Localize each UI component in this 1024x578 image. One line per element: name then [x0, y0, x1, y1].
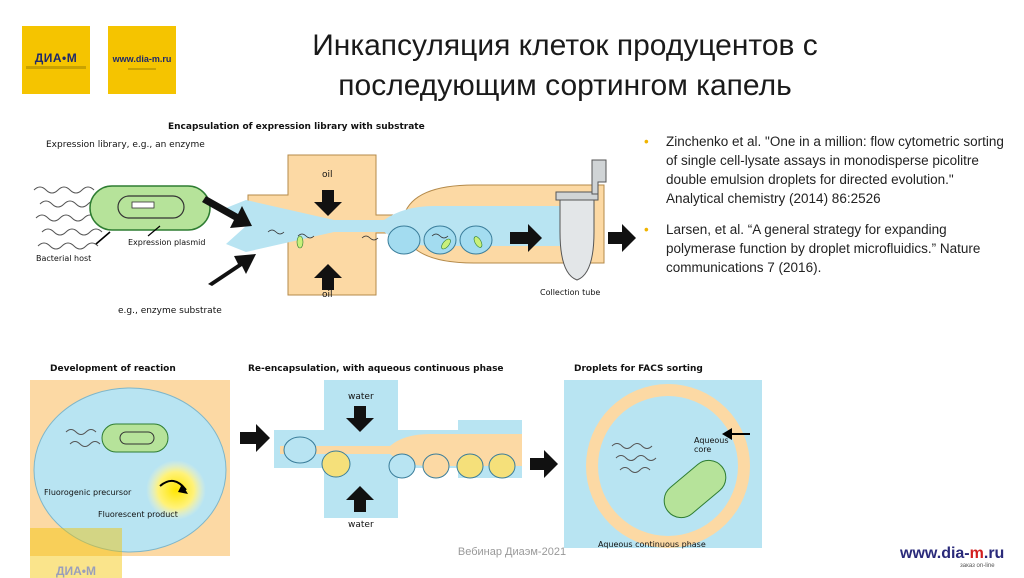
- fluorogenic-precursor-label: Fluorogenic precursor: [44, 488, 132, 497]
- aqueous-phase-label: Aqueous continuous phase: [598, 540, 706, 549]
- logo-name: ДИА•М: [34, 51, 78, 65]
- slide-title-line1: Инкапсуляция клеток продуцентов с: [312, 29, 818, 62]
- slide-title-line2: последующим сортингом капель: [338, 69, 792, 102]
- logo-divider: [26, 66, 86, 69]
- website-logo: www.dia-m.ru: [108, 26, 176, 94]
- logo-divider: [128, 68, 156, 70]
- brand-m: m: [969, 545, 984, 562]
- oil-label-top: oil: [322, 170, 333, 180]
- diam-logo: ДИА•М: [22, 26, 90, 94]
- dna-strands-top: [33, 186, 103, 250]
- reference-item: • Larsen, et al. “A general strategy for …: [640, 220, 1006, 277]
- reference-item: • Zinchenko et al. "One in a million: flo…: [640, 132, 1006, 208]
- development-heading: Development of reaction: [50, 364, 176, 374]
- brand-subtitle: заказ on-line: [960, 563, 995, 569]
- brand-suffix: .ru: [983, 545, 1005, 562]
- brand-logo: www.dia-m.ru: [900, 545, 1004, 563]
- reencapsulation-heading: Re-encapsulation, with aqueous continuou…: [248, 364, 504, 374]
- collection-tube: [555, 159, 607, 281]
- references-list: • Zinchenko et al. "One in a million: flo…: [640, 132, 1006, 289]
- bullet-icon: •: [644, 222, 649, 237]
- water-label-top: water: [348, 392, 374, 402]
- encapsulation-heading: Encapsulation of expression library with…: [168, 122, 425, 132]
- droplets-heading: Droplets for FACS sorting: [574, 364, 703, 374]
- flow-arrows-top: [202, 190, 636, 290]
- flow-arrows-bottom: [346, 406, 558, 512]
- expression-plasmid-label: Expression plasmid: [128, 238, 206, 247]
- reference-text: Zinchenko et al. "One in a million: flow…: [666, 134, 1004, 206]
- expression-plasmid: [117, 195, 185, 219]
- corner-logo: ДИА•М: [30, 528, 122, 578]
- bullet-icon: •: [644, 134, 649, 149]
- bacterial-host-label: Bacterial host: [36, 254, 92, 263]
- droplets-bottom: [283, 436, 516, 479]
- water-label-bottom: water: [348, 520, 374, 530]
- collection-tube-label: Collection tube: [540, 288, 601, 297]
- aqueous-core-label: Aqueous core: [694, 436, 729, 454]
- footer-webinar: Вебинар Диаэм-2021: [457, 546, 567, 558]
- expression-library-label: Expression library, e.g., an enzyme: [46, 140, 205, 150]
- enzyme-substrate-label: e.g., enzyme substrate: [118, 306, 222, 316]
- slide-title: Инкапсуляция клеток продуцентов с послед…: [200, 26, 930, 106]
- logo-name: ДИА•М: [55, 564, 97, 578]
- logo-url: www.dia-m.ru: [112, 54, 172, 64]
- fluorescent-product-label: Fluorescent product: [98, 510, 178, 519]
- brand-prefix: www.dia-: [900, 545, 970, 562]
- reference-text: Larsen, et al. “A general strategy for e…: [666, 222, 981, 275]
- oil-label-bottom: oil: [322, 290, 333, 300]
